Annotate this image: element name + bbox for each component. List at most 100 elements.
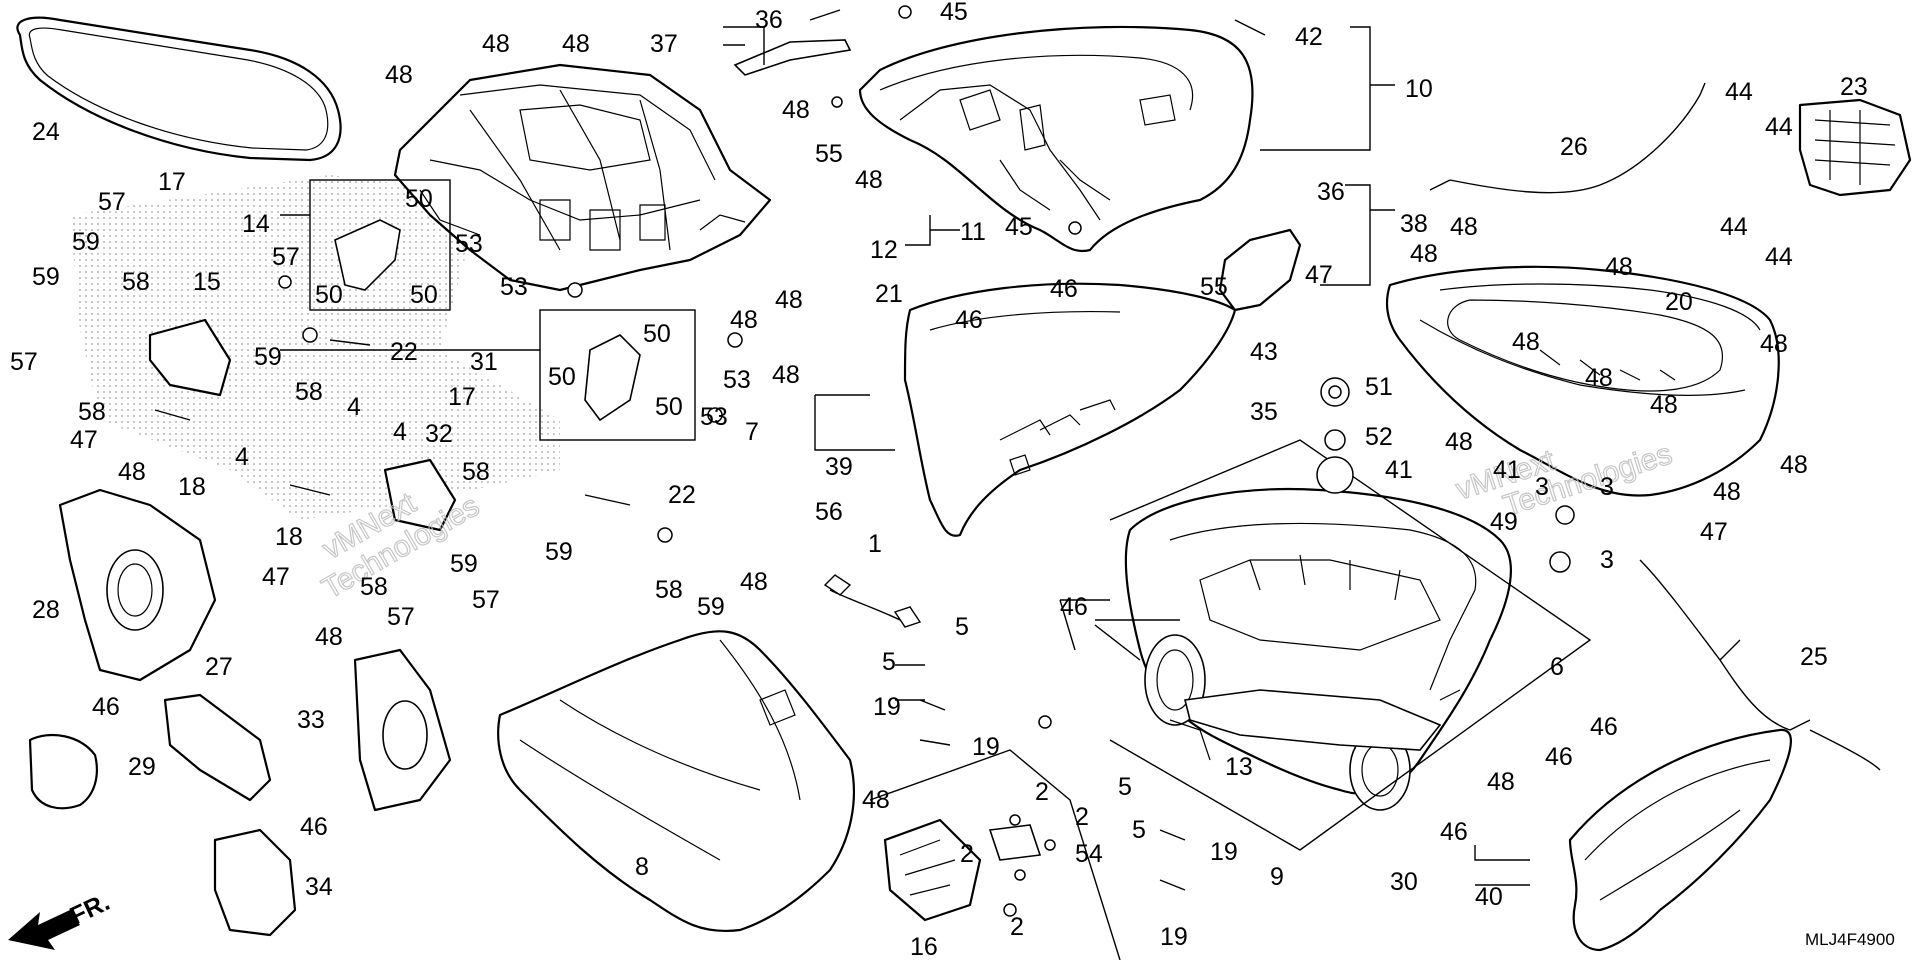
part-13-mat: [1184, 689, 1442, 751]
assembly-box-14: [309, 179, 451, 311]
callout-59: 59: [32, 263, 60, 291]
callout-57: 57: [10, 348, 38, 376]
callout-48: 48: [1450, 213, 1478, 241]
callout-5: 5: [1118, 773, 1132, 801]
callout-22: 22: [390, 338, 418, 366]
callout-46: 46: [1590, 713, 1618, 741]
callout-35: 35: [1250, 398, 1278, 426]
callout-21: 21: [875, 280, 903, 308]
callout-12: 12: [870, 236, 898, 264]
callout-7: 7: [745, 418, 759, 446]
callout-3: 3: [1600, 473, 1614, 501]
callout-41: 41: [1385, 456, 1413, 484]
callout-46: 46: [1440, 818, 1468, 846]
diagram-code: MLJ4F4900: [1805, 930, 1895, 949]
callout-44: 44: [1765, 243, 1793, 271]
callout-43: 43: [1250, 338, 1278, 366]
callout-58: 58: [360, 573, 388, 601]
callout-59: 59: [545, 538, 573, 566]
callout-55: 55: [815, 140, 843, 168]
part-8-side-panel: [497, 630, 856, 932]
callout-55: 55: [1200, 273, 1228, 301]
callout-20: 20: [1665, 288, 1693, 316]
callout-46: 46: [1545, 743, 1573, 771]
callout-59: 59: [254, 343, 282, 371]
part-15-bracket: [148, 318, 232, 397]
callout-56: 56: [815, 498, 843, 526]
callout-57: 57: [387, 603, 415, 631]
part-20-frame: [1385, 265, 1780, 497]
callout-48: 48: [1410, 240, 1438, 268]
callout-48: 48: [1445, 428, 1473, 456]
callout-48: 48: [1780, 451, 1808, 479]
part-37-strip: [733, 39, 852, 76]
callout-47: 47: [1700, 518, 1728, 546]
callout-48: 48: [385, 61, 413, 89]
callout-51: 51: [1365, 373, 1393, 401]
callout-59: 59: [450, 550, 478, 578]
callout-44: 44: [1725, 78, 1753, 106]
part-34-cover: [213, 828, 297, 937]
callout-45: 45: [940, 0, 968, 26]
callout-58: 58: [462, 458, 490, 486]
callout-46: 46: [1050, 275, 1078, 303]
callout-36: 36: [1317, 178, 1345, 206]
callout-34: 34: [305, 873, 333, 901]
callout-53: 53: [723, 366, 751, 394]
callout-50: 50: [655, 393, 683, 421]
callout-9: 9: [1270, 863, 1284, 891]
part-27-panel: [163, 693, 272, 802]
part-1-connector: [823, 574, 922, 628]
callout-53: 53: [700, 403, 728, 431]
callout-23: 23: [1840, 73, 1868, 101]
part-7-lid-panel: [903, 282, 1237, 537]
assembly-outline-9: [1109, 439, 1592, 851]
callout-4: 4: [347, 393, 361, 421]
callout-59: 59: [697, 593, 725, 621]
callout-48: 48: [1713, 478, 1741, 506]
callout-58: 58: [122, 268, 150, 296]
dotted-zone: [70, 175, 560, 520]
callout-2: 2: [1035, 778, 1049, 806]
callout-3: 3: [1535, 473, 1549, 501]
callout-3: 3: [1600, 546, 1614, 574]
callout-1: 1: [868, 530, 882, 558]
callout-10: 10: [1405, 75, 1433, 103]
callout-27: 27: [205, 653, 233, 681]
callout-59: 59: [72, 228, 100, 256]
callout-31: 31: [470, 348, 498, 376]
callout-58: 58: [655, 576, 683, 604]
callout-57: 57: [272, 243, 300, 271]
part-24-seal: [16, 16, 342, 162]
callout-38: 38: [1400, 210, 1428, 238]
callout-54: 54: [1075, 840, 1103, 868]
callout-48: 48: [862, 786, 890, 814]
callout-53: 53: [500, 273, 528, 301]
callout-13: 13: [1225, 753, 1253, 781]
callout-40: 40: [1475, 883, 1503, 911]
callout-46: 46: [1060, 593, 1088, 621]
part-38-handle: [1218, 228, 1302, 312]
callout-8: 8: [635, 853, 649, 881]
callout-17: 17: [448, 383, 476, 411]
part-11-lid-liner: [393, 63, 772, 292]
callout-50: 50: [405, 185, 433, 213]
part-23-lock-unit: [1798, 98, 1912, 197]
callout-44: 44: [1765, 113, 1793, 141]
callout-48: 48: [772, 361, 800, 389]
callout-48: 48: [482, 30, 510, 58]
callout-18: 18: [275, 523, 303, 551]
callout-19: 19: [1210, 838, 1238, 866]
callout-5: 5: [882, 648, 896, 676]
part-26-cable: [1429, 82, 1706, 194]
callout-48: 48: [730, 306, 758, 334]
callout-37: 37: [650, 30, 678, 58]
callout-36: 36: [755, 6, 783, 34]
callout-48: 48: [1605, 253, 1633, 281]
callout-24: 24: [32, 118, 60, 146]
callout-15: 15: [193, 268, 221, 296]
part-16-hinge: [883, 818, 982, 922]
callout-50: 50: [548, 363, 576, 391]
callout-33: 33: [297, 706, 325, 734]
